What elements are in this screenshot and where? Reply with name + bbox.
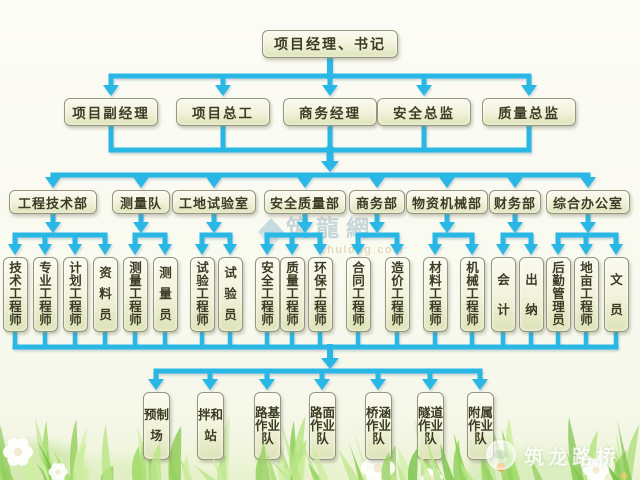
staff-box-3-1: 质量工程师	[280, 257, 305, 332]
staff-box-1-0: 测量工程师	[123, 257, 148, 332]
dept-box-0: 工程技术部	[9, 190, 97, 214]
team-box-0: 预制场	[143, 392, 170, 460]
dept-box-1: 测量队	[112, 190, 170, 214]
level2-box-1: 项目总工	[176, 98, 270, 126]
staff-box-4-0: 合同工程师	[346, 257, 371, 332]
site-logo-text: 筑龙路桥	[524, 446, 620, 469]
staff-box-3-0: 安全工程师	[255, 257, 280, 332]
staff-box-5-0: 材料工程师	[423, 257, 448, 332]
dept-box-2: 工地试验室	[172, 190, 256, 214]
dept-box-5: 物资机械部	[406, 190, 488, 214]
staff-box-7-2: 文员	[604, 257, 629, 332]
dept-box-7: 综合办公室	[546, 190, 630, 214]
dept-box-3: 安全质量部	[264, 190, 346, 214]
level2-box-3: 安全总监	[377, 98, 471, 126]
site-logo-icon	[486, 440, 516, 470]
staff-box-7-0: 后勤管理员	[546, 257, 571, 332]
staff-box-0-2: 计划工程师	[63, 257, 88, 332]
level2-box-4: 质量总监	[482, 98, 576, 126]
staff-box-7-1: 地亩工程师	[574, 257, 599, 332]
dept-box-4: 商务部	[349, 190, 405, 214]
watermark-url: zhulong.com	[320, 244, 405, 256]
staff-box-0-1: 专业工程师	[33, 257, 58, 332]
staff-box-0-3: 资料员	[93, 257, 118, 332]
team-box-1: 拌和站	[197, 392, 224, 460]
team-box-2: 路基作业队	[254, 392, 281, 460]
level2-box-0: 项目副经理	[64, 98, 158, 126]
staff-box-2-0: 试验工程师	[190, 257, 215, 332]
root-box: 项目经理、书记	[262, 30, 398, 58]
team-box-5: 隧道作业队	[417, 392, 444, 460]
staff-box-5-1: 机械工程师	[460, 257, 485, 332]
site-logo: 筑龙路桥	[486, 440, 620, 470]
staff-box-0-0: 技术工程师	[3, 257, 28, 332]
staff-box-2-1: 试验员	[218, 257, 243, 332]
team-box-3: 路面作业队	[309, 392, 336, 460]
staff-box-1-1: 测量员	[153, 257, 178, 332]
team-box-4: 桥涵作业队	[365, 392, 392, 460]
level2-box-2: 商务经理	[283, 98, 377, 126]
staff-box-3-2: 环保工程师	[308, 257, 333, 332]
dept-box-6: 财务部	[489, 190, 541, 214]
staff-box-4-1: 造价工程师	[385, 257, 410, 332]
staff-box-6-0: 会计	[491, 257, 516, 332]
staff-box-6-1: 出纳	[519, 257, 544, 332]
